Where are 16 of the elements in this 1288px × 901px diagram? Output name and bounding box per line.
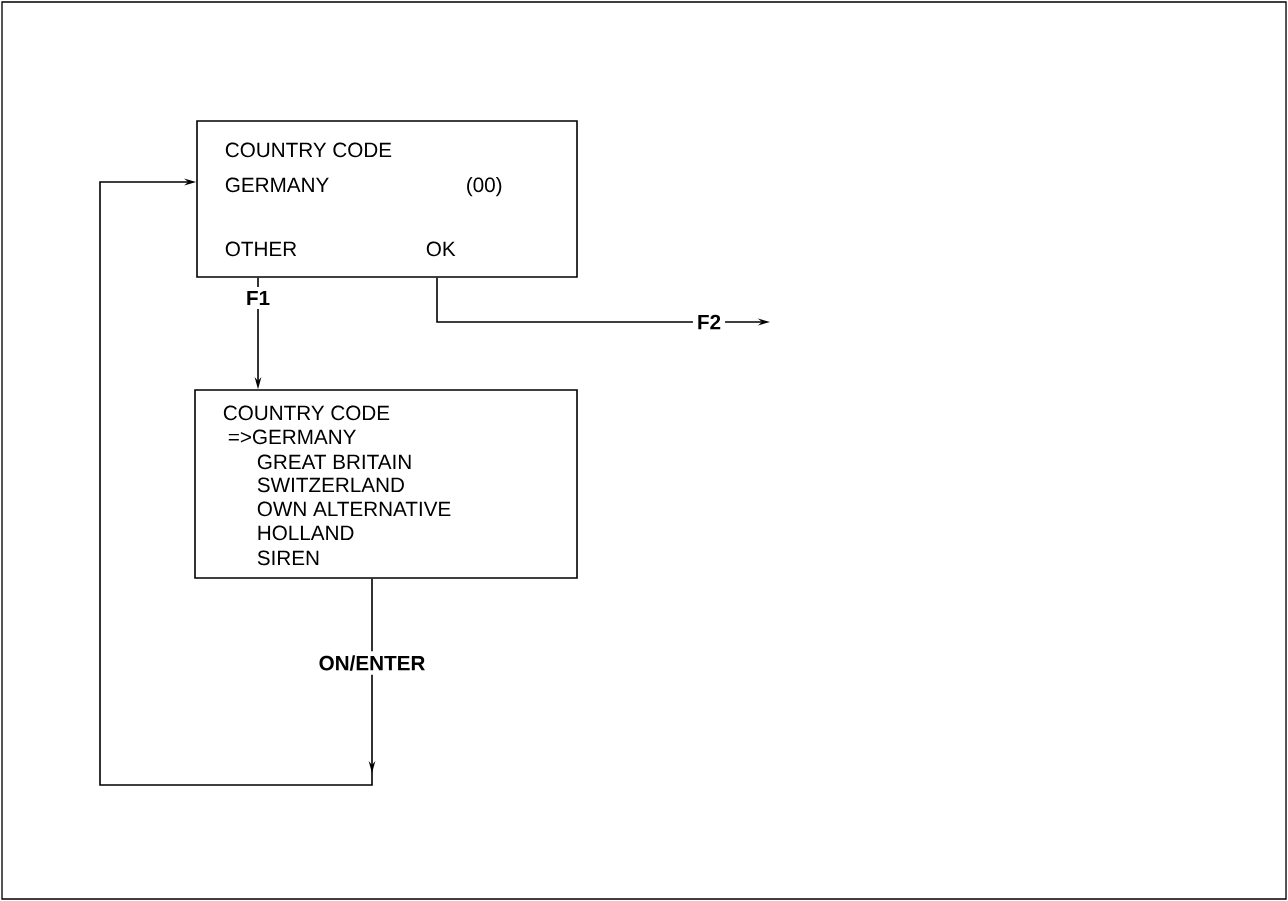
display-text: OTHER xyxy=(225,241,297,257)
display-text: GERMANY xyxy=(225,177,329,193)
display-text: OK xyxy=(426,241,456,257)
display-text: SIREN xyxy=(257,550,319,566)
display-text: HOLLAND xyxy=(258,525,354,541)
display-text: GREAT BRITAIN xyxy=(257,454,411,470)
display-text: COUNTRY CODE xyxy=(225,142,392,158)
arrow xyxy=(99,178,376,786)
display-text: OWN ALTERNATIVE xyxy=(257,501,451,517)
display-text: (00) xyxy=(467,177,502,197)
edge-label: ON/ENTER xyxy=(314,651,430,675)
display-text: COUNTRY CODE xyxy=(223,405,390,421)
edge-label: F2 xyxy=(692,310,726,334)
display-text: SWITZERLAND xyxy=(257,477,404,493)
display-text: =>GERMANY xyxy=(228,429,356,445)
edge-label: F1 xyxy=(241,286,275,310)
